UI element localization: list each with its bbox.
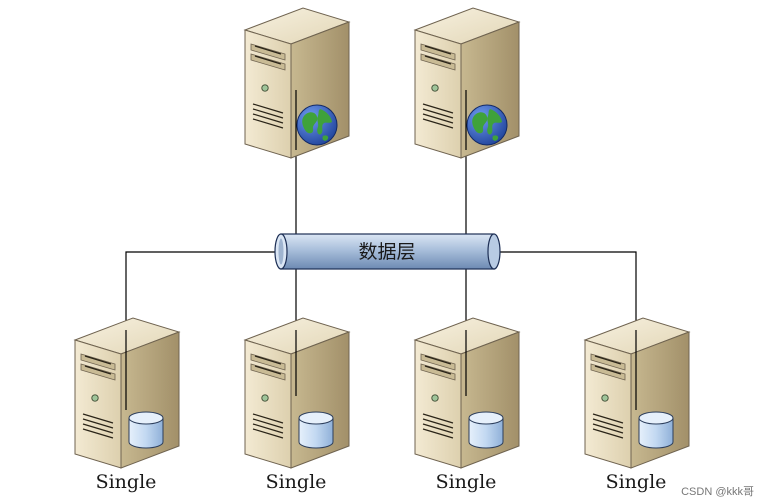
db-server-1: [74, 317, 180, 469]
database-icon: [298, 411, 334, 449]
watermark: CSDN @kkk哥: [681, 485, 754, 498]
db-server-3: [414, 317, 520, 469]
web-server-2: [414, 7, 520, 159]
database-icon: [468, 411, 504, 449]
database-icon: [128, 411, 164, 449]
db-server-3-label: Single: [436, 471, 497, 493]
web-server-1: [244, 7, 350, 159]
db-server-4: [584, 317, 690, 469]
server-icon: [584, 317, 690, 469]
bus-label: 数据层: [358, 241, 415, 263]
database-icon: [638, 411, 674, 449]
db-server-2: [244, 317, 350, 469]
server-icon: [244, 317, 350, 469]
globe-icon: [466, 104, 508, 146]
globe-icon: [296, 104, 338, 146]
db-server-4-label: Single: [606, 471, 667, 493]
server-icon: [74, 317, 180, 469]
data-layer-bus: 数据层: [274, 233, 501, 270]
db-server-2-label: Single: [266, 471, 327, 493]
db-server-1-label: Single: [96, 471, 157, 493]
foreground-links: [125, 90, 637, 410]
server-icon: [414, 317, 520, 469]
